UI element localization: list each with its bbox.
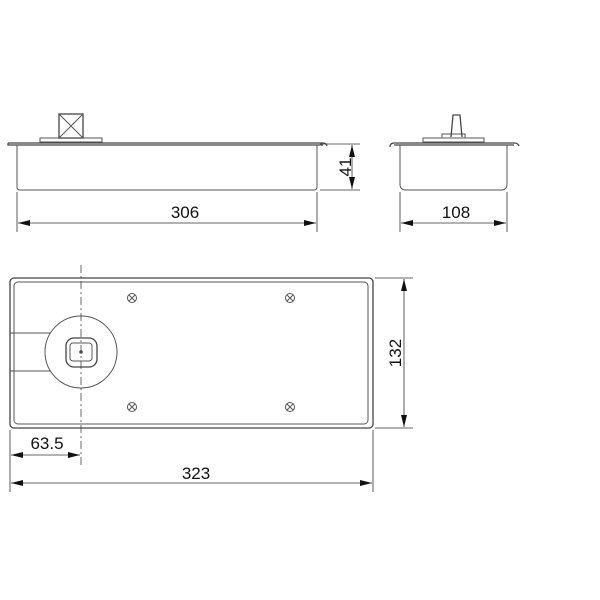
dimension-width: 108	[399, 192, 508, 232]
spindle	[441, 114, 466, 139]
dimension-width: 132	[375, 277, 413, 429]
width-label: 132	[386, 339, 405, 367]
screw-icon	[127, 293, 137, 303]
cover-plate	[389, 142, 520, 148]
height-label: 41	[336, 158, 355, 177]
screw-icon	[285, 293, 295, 303]
body	[16, 145, 318, 191]
cover-plate	[7, 142, 328, 147]
cover-plate-inner	[13, 281, 369, 425]
spindle-plate	[422, 137, 485, 143]
front-view: 41 306	[7, 113, 360, 232]
length-label: 306	[171, 203, 199, 222]
arm-outline	[10, 332, 50, 372]
spindle-socket	[65, 337, 98, 368]
screw-icon	[127, 402, 137, 412]
screw-icon	[285, 402, 295, 412]
screws	[127, 293, 295, 412]
spindle-square	[58, 113, 84, 139]
side-view: 108	[389, 114, 520, 232]
body	[399, 145, 508, 191]
length-label: 323	[182, 464, 210, 483]
dimension-height: 41	[320, 143, 360, 191]
spindle-offset-label: 63.5	[30, 434, 63, 453]
dimension-spindle-offset: 63.5	[9, 430, 80, 492]
dimension-length: 306	[16, 192, 318, 232]
cover-plate-outline	[9, 277, 374, 429]
top-view: 132 63.5 323	[9, 265, 413, 492]
dimension-length: 323	[11, 430, 374, 492]
width-label: 108	[442, 203, 470, 222]
